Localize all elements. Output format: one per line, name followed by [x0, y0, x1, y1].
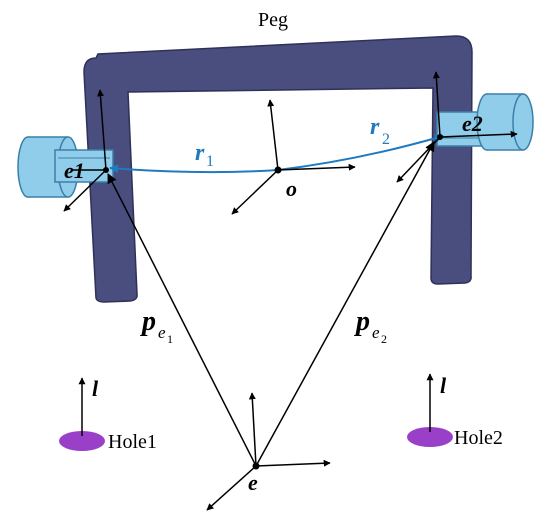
r1-label: r [195, 140, 205, 166]
frame-e1-axes [63, 89, 107, 212]
hole2-label: Hole2 [454, 427, 503, 449]
hole1-l-label: l [92, 376, 99, 401]
left-gripper [17, 136, 114, 198]
frame-e2-origin [437, 134, 443, 140]
vector-pe1 [107, 173, 257, 467]
peg-label: Peg [258, 9, 288, 31]
hole2-marker [407, 427, 453, 447]
frame-o-origin [274, 166, 282, 174]
pe1-label: p [140, 306, 156, 337]
pe1-subscript: e [158, 323, 166, 342]
hole2-l-label: l [440, 373, 447, 398]
frame-e-label: e [248, 470, 258, 495]
vector-pe2 [255, 141, 435, 467]
r2-subscript: 2 [382, 131, 390, 148]
frame-e2-label: e2 [462, 111, 483, 136]
frame-e-axes [206, 392, 331, 511]
hole1-marker [59, 431, 105, 451]
right-gripper [436, 93, 534, 151]
frame-o-label: o [286, 176, 297, 201]
frame-e1-origin [103, 167, 109, 173]
hole1-label: Hole1 [108, 431, 157, 453]
pe2-subscript: e [372, 323, 380, 342]
peg [83, 35, 473, 303]
frame-e-origin [252, 462, 260, 470]
frame-e2-axes [396, 71, 518, 183]
vector-r2 [277, 133, 444, 171]
peg-body [83, 35, 473, 303]
r1-subscript: 1 [206, 153, 214, 170]
pe2-subsubscript: 2 [381, 332, 387, 346]
frame-o-axes [231, 99, 356, 215]
pe2-label: p [354, 306, 370, 337]
pe1-subsubscript: 1 [167, 332, 173, 346]
r2-label: r [370, 114, 380, 140]
vector-r1 [109, 164, 279, 174]
frame-e1-label: e1 [64, 158, 85, 183]
